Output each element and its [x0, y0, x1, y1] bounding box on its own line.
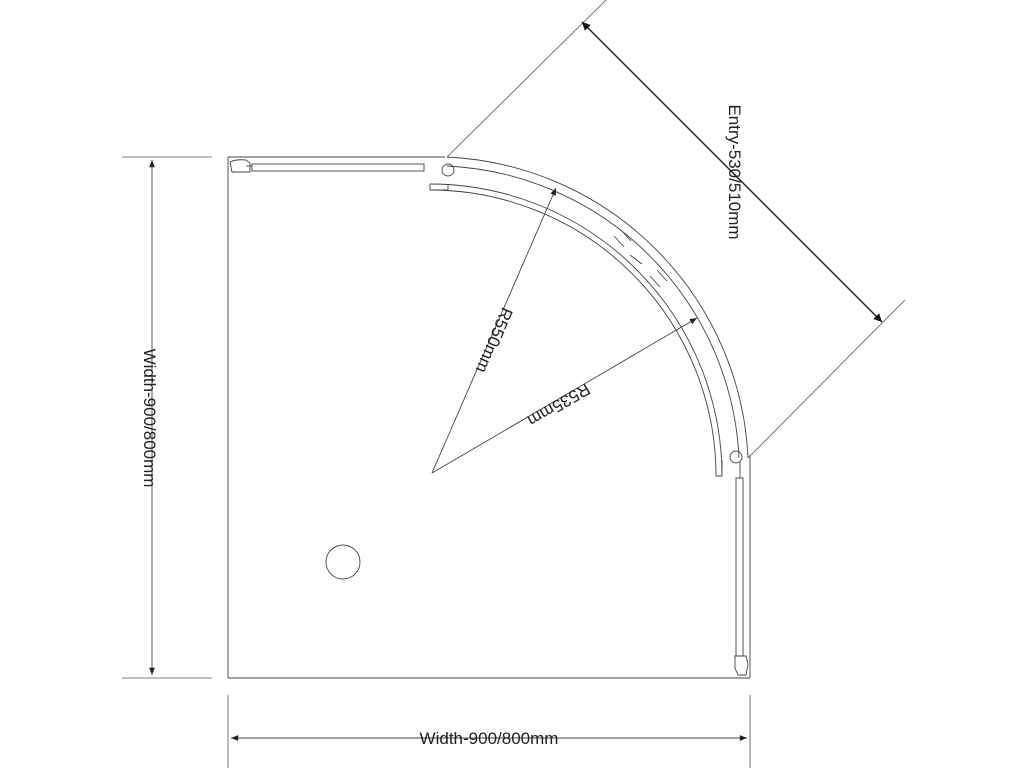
top-fixed-panel	[229, 159, 425, 173]
bottom-width-dimension	[227, 695, 751, 768]
radius-lines	[431, 187, 698, 474]
width-left-label: Width-900/800mm	[140, 349, 159, 488]
drain	[325, 544, 361, 580]
entry-label: Entry-530/510mm	[725, 104, 744, 239]
width-bottom-label: Width-900/800mm	[420, 729, 559, 748]
radius-outer-label: R550mm	[472, 305, 516, 376]
curved-door	[429, 156, 749, 477]
radius-inner-label: R535mm	[524, 379, 593, 430]
entry-dimension	[446, 0, 906, 459]
left-width-dimension	[122, 156, 212, 679]
tray-outline	[227, 156, 751, 679]
right-fixed-panel	[734, 462, 749, 676]
